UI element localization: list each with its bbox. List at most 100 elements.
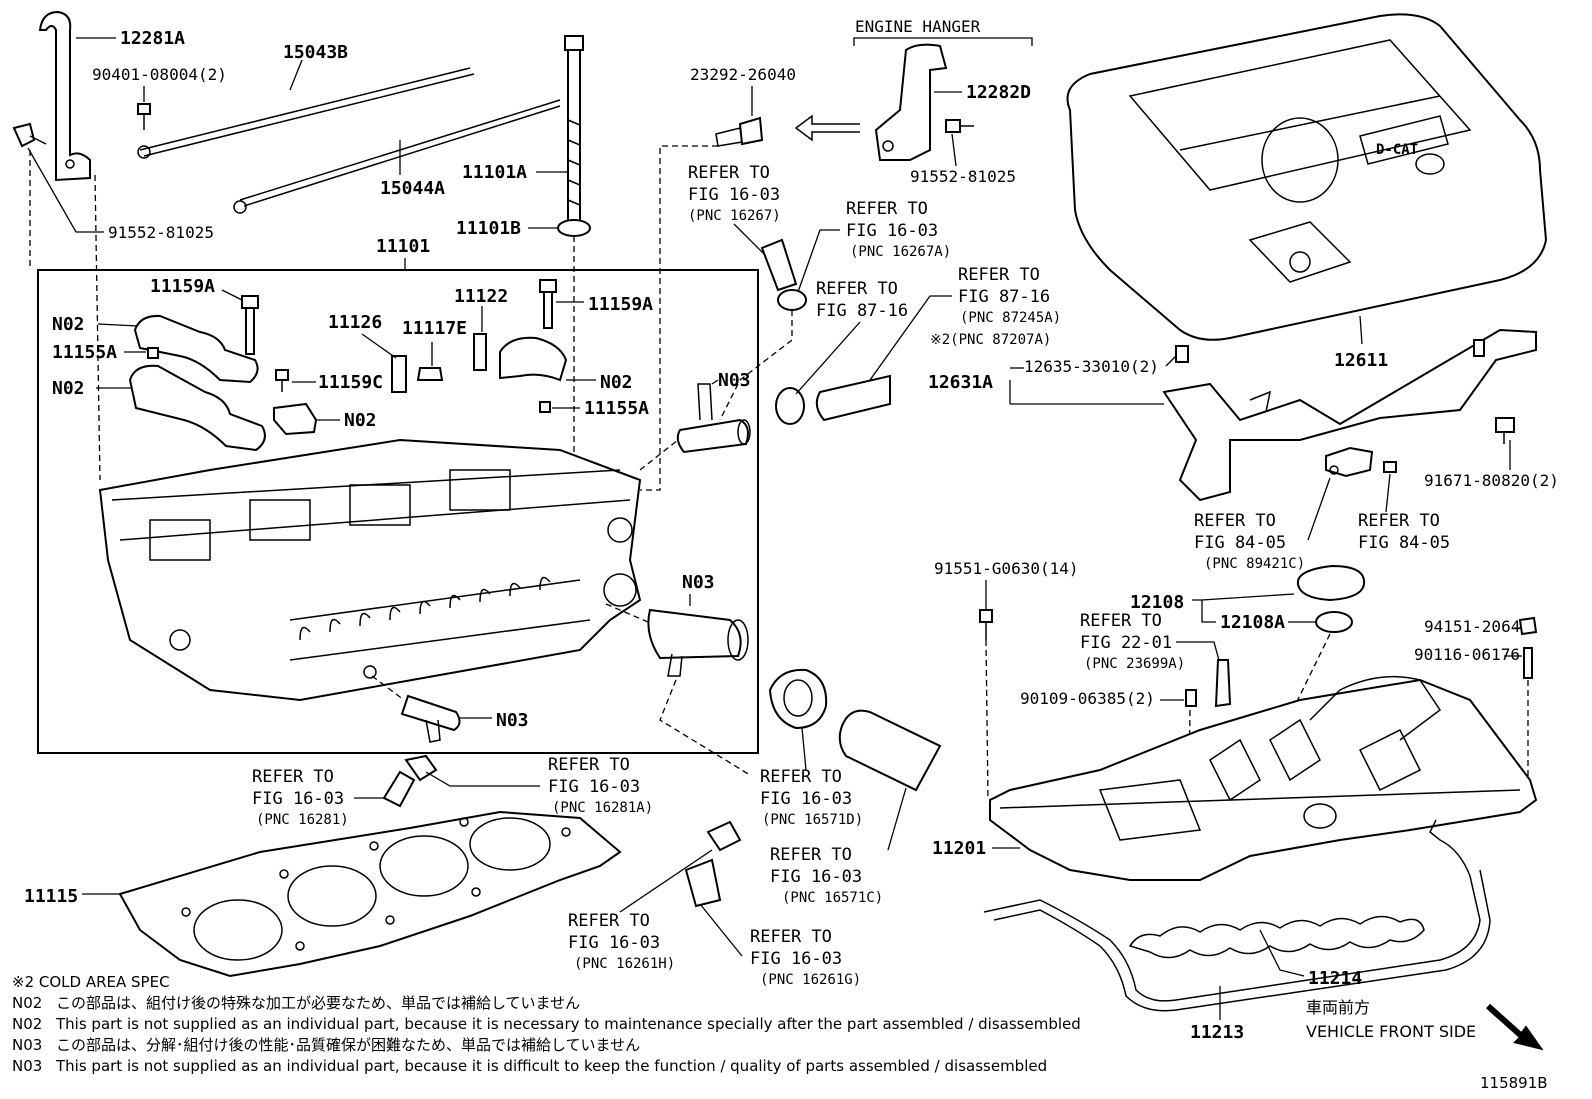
head-gasket-11115[interactable]: [118, 810, 622, 978]
label-12108A[interactable]: 12108A: [1220, 612, 1285, 633]
label-15044A[interactable]: 15044A: [380, 178, 445, 199]
hose-16261G[interactable]: [684, 858, 722, 908]
label-N03-1[interactable]: N03: [718, 370, 751, 391]
label-12108[interactable]: 12108: [1130, 592, 1184, 613]
bearing-cap-N02-upper[interactable]: [133, 314, 259, 384]
refer-16571C[interactable]: REFER TO FIG 16-03 (PNC 16571C): [770, 845, 883, 906]
gasket-12108A[interactable]: [1315, 611, 1353, 633]
refer-8405[interactable]: REFER TO FIG 84-05: [1358, 511, 1450, 553]
plug-gasket-11214[interactable]: [1128, 915, 1425, 959]
refer-23699A[interactable]: REFER TO FIG 22-01 (PNC 23699A): [1080, 611, 1185, 672]
refer-16261G[interactable]: REFER TO FIG 16-03 (PNC 16261G): [750, 927, 861, 988]
label-11159A-left[interactable]: 11159A: [150, 276, 215, 297]
bolt-11159A-left[interactable]: [245, 307, 255, 355]
label-N02-1[interactable]: N02: [52, 314, 85, 335]
bearing-cap-N02-lower[interactable]: [128, 364, 266, 452]
label-11117E[interactable]: 11117E: [402, 318, 467, 339]
hose-87245A[interactable]: [815, 374, 891, 422]
label-11159A-right[interactable]: 11159A: [588, 294, 653, 315]
label-12631A[interactable]: 12631A: [928, 372, 993, 393]
label-11101B[interactable]: 11101B: [456, 218, 521, 239]
cylinder-head-cover-11201[interactable]: [989, 675, 1538, 881]
dowel-11155A-right[interactable]: [539, 401, 551, 413]
label-12611[interactable]: 12611: [1334, 350, 1388, 371]
hose-16281[interactable]: [382, 770, 416, 808]
engine-hanger-12282D[interactable]: [874, 43, 948, 161]
label-91552-left[interactable]: 91552-81025: [108, 223, 214, 242]
label-23292-26040[interactable]: 23292-26040: [690, 65, 796, 84]
bolt-91671-80820[interactable]: [1495, 417, 1515, 433]
water-pipe-N03-middle[interactable]: [647, 608, 742, 660]
label-90109-06385[interactable]: 90109-06385(2): [1020, 689, 1155, 708]
label-90116-06176[interactable]: 90116-06176: [1414, 645, 1520, 664]
label-11213[interactable]: 11213: [1190, 1022, 1244, 1043]
bearing-cap-N02-small[interactable]: [273, 402, 318, 436]
bolt-91552-right[interactable]: [945, 119, 961, 133]
label-90401-08004[interactable]: 90401-08004(2): [92, 65, 227, 84]
label-11159C[interactable]: 11159C: [318, 372, 383, 393]
refer-87245A[interactable]: REFER TO FIG 87-16 (PNC 87245A) ※2(PNC 8…: [930, 265, 1061, 348]
water-outlet-N03-upper[interactable]: [676, 418, 749, 454]
label-11101A[interactable]: 11101A: [462, 162, 527, 183]
label-N02-3[interactable]: N02: [344, 410, 377, 431]
cover-gasket-11213[interactable]: [983, 819, 1481, 1002]
engine-hanger-12281A[interactable]: [38, 10, 91, 182]
label-11101[interactable]: 11101: [376, 236, 430, 257]
hose-16267[interactable]: [760, 238, 798, 292]
label-12635-33010[interactable]: 12635-33010(2): [1024, 357, 1159, 376]
dowel-11155A-left[interactable]: [147, 347, 159, 359]
clamp-16267A[interactable]: [777, 289, 807, 311]
oil-filler-cap-12108[interactable]: [1296, 564, 1366, 602]
label-N02-2[interactable]: N02: [52, 378, 85, 399]
label-12281A[interactable]: 12281A: [120, 28, 185, 49]
sensor-89421C[interactable]: [1325, 446, 1374, 478]
label-11214[interactable]: 11214: [1308, 968, 1362, 989]
stud-23292-26040[interactable]: [738, 116, 764, 146]
label-91552-right[interactable]: 91552-81025: [910, 167, 1016, 186]
nut-94151-20641[interactable]: [1518, 616, 1538, 636]
stud-90116-06176[interactable]: [1523, 647, 1533, 679]
refer-16267[interactable]: REFER TO FIG 16-03 (PNC 16267): [688, 163, 781, 224]
label-11201[interactable]: 11201: [932, 838, 986, 859]
clamp-16571D[interactable]: [768, 668, 828, 730]
hose-16571C[interactable]: [838, 709, 942, 792]
refer-16261H[interactable]: REFER TO FIG 16-03 (PNC 16261H): [568, 911, 675, 972]
washer-11101B[interactable]: [557, 219, 591, 237]
refer-8716[interactable]: REFER TO FIG 87-16: [816, 279, 908, 321]
refer-16267A[interactable]: REFER TO FIG 16-03 (PNC 16267A): [846, 199, 951, 260]
label-91551-G0630[interactable]: 91551-G0630(14): [934, 559, 1079, 578]
tube-11126[interactable]: [391, 355, 407, 393]
stud-12635-33010[interactable]: [1175, 345, 1189, 363]
label-12282D[interactable]: 12282D: [966, 82, 1031, 103]
plug-11117E[interactable]: [416, 367, 444, 381]
label-11115[interactable]: 11115: [24, 886, 78, 907]
sleeve-11122[interactable]: [473, 333, 487, 371]
label-94151-20641[interactable]: 94151-20641: [1424, 617, 1530, 636]
label-N03-2[interactable]: N03: [682, 572, 715, 593]
stud-90109-06385[interactable]: [1185, 689, 1197, 707]
refer-16281A[interactable]: REFER TO FIG 16-03 (PNC 16281A): [548, 755, 653, 816]
clamp-16281A[interactable]: [404, 754, 438, 782]
refer-16571D[interactable]: REFER TO FIG 16-03 (PNC 16571D): [760, 767, 863, 828]
bolt-91551-G0630[interactable]: [979, 609, 993, 623]
harness-bracket-15043B[interactable]: [139, 67, 471, 151]
engine-cover-12611[interactable]: D-CAT: [1066, 13, 1548, 341]
label-15043B[interactable]: 15043B: [283, 42, 348, 63]
bracket-12631A[interactable]: [1162, 328, 1537, 502]
bolt-11159A-right[interactable]: [543, 291, 553, 329]
bearing-cap-N02-right[interactable]: [499, 336, 568, 382]
label-N02-4[interactable]: N02: [600, 372, 633, 393]
clamp-87-16[interactable]: [775, 387, 805, 425]
label-N03-3[interactable]: N03: [496, 710, 529, 731]
label-11126[interactable]: 11126: [328, 312, 382, 333]
bolt-11159C[interactable]: [275, 369, 289, 381]
cylinder-head[interactable]: [98, 438, 642, 702]
pipe-N03-lower[interactable]: [400, 694, 461, 732]
pcv-valve-23699A[interactable]: [1214, 659, 1232, 708]
head-bolt-11101A[interactable]: [564, 35, 584, 51]
refer-89421C[interactable]: REFER TO FIG 84-05 (PNC 89421C): [1194, 511, 1305, 572]
label-11155A-left[interactable]: 11155A: [52, 342, 117, 363]
label-11155A-right[interactable]: 11155A: [584, 398, 649, 419]
refer-16281[interactable]: REFER TO FIG 16-03 (PNC 16281): [252, 767, 349, 828]
label-91671-80820[interactable]: 91671-80820(2): [1424, 471, 1559, 490]
